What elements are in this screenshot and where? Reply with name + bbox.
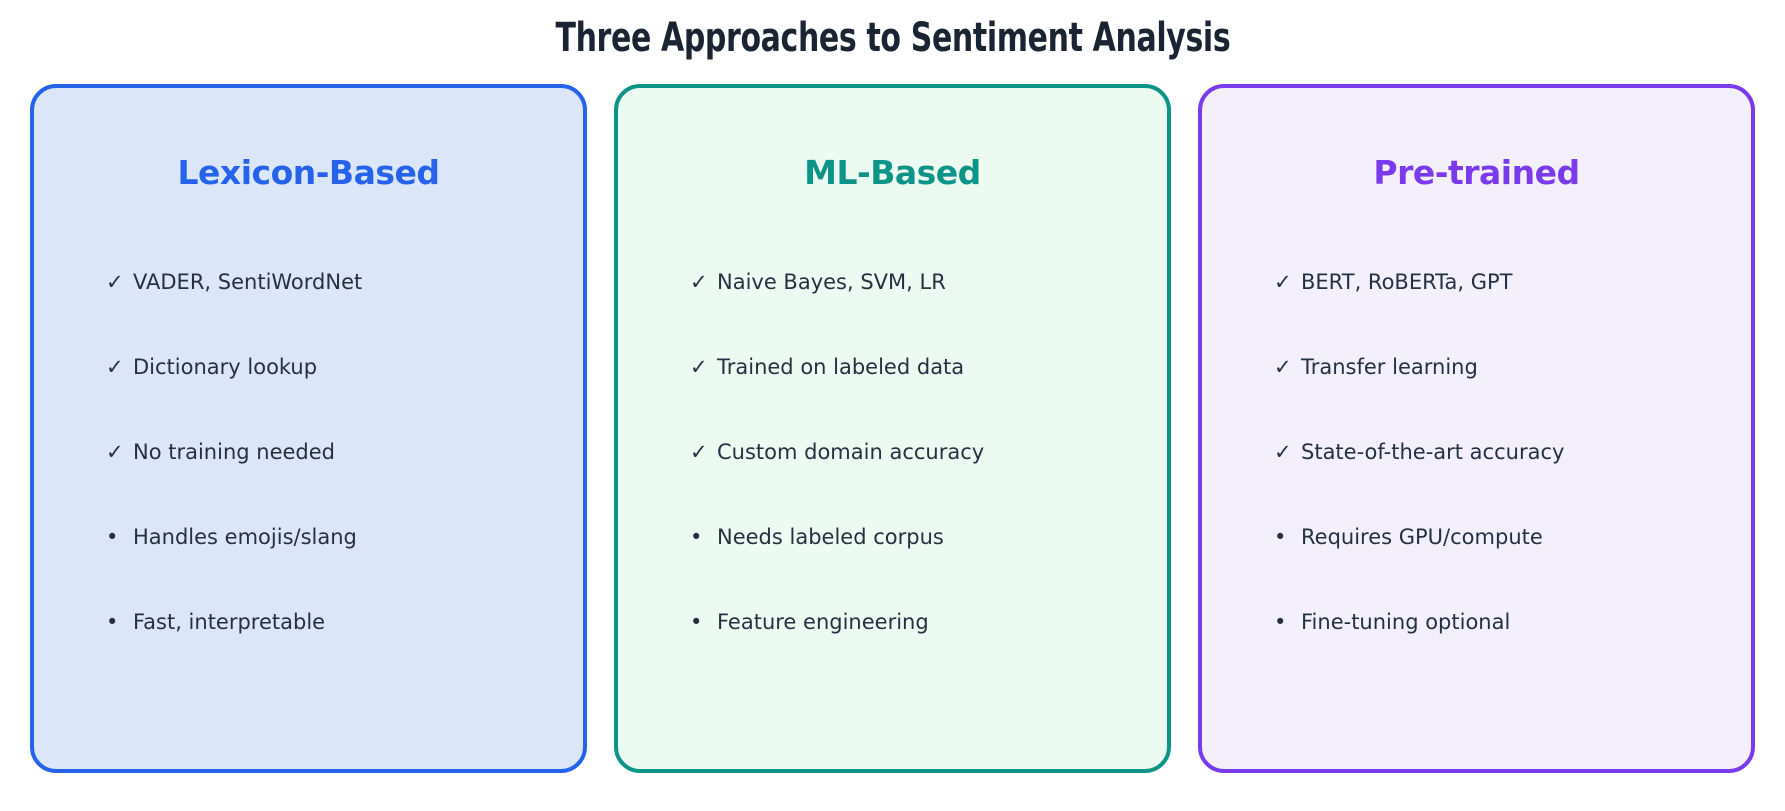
check-icon: ✓ [1274,440,1292,464]
list-item: • Fine-tuning optional [1274,609,1733,694]
list-item: • Feature engineering [690,609,1149,694]
list-item-text: BERT, RoBERTa, GPT [1301,270,1513,294]
list-item: ✓ Dictionary lookup [106,354,565,439]
list-item-text: Naive Bayes, SVM, LR [717,270,946,294]
list-item: • Handles emojis/slang [106,524,565,609]
list-item-text: Feature engineering [717,610,929,634]
check-icon: ✓ [690,355,708,379]
list-item-text: No training needed [133,440,335,464]
list-item-text: Transfer learning [1301,355,1478,379]
list-item-text: Needs labeled corpus [717,525,944,549]
list-item-text: Trained on labeled data [717,355,965,379]
list-item: ✓ No training needed [106,439,565,524]
list-item-text: Requires GPU/compute [1301,525,1543,549]
check-icon: ✓ [690,270,708,294]
list-item: • Needs labeled corpus [690,524,1149,609]
list-item-text: Fine-tuning optional [1301,610,1511,634]
list-item: ✓ Transfer learning [1274,354,1733,439]
list-item-text: VADER, SentiWordNet [133,270,363,294]
list-item: ✓ BERT, RoBERTa, GPT [1274,269,1733,354]
list-item-text: Custom domain accuracy [717,440,985,464]
card-pre-trained: Pre-trained ✓ BERT, RoBERTa, GPT ✓ Trans… [1198,84,1755,773]
card-heading: Lexicon-Based [177,153,441,192]
list-item: ✓ Naive Bayes, SVM, LR [690,269,1149,354]
card-item-list: ✓ Naive Bayes, SVM, LR ✓ Trained on labe… [690,269,1149,694]
bullet-icon: • [690,525,703,549]
check-icon: ✓ [1274,270,1292,294]
list-item: ✓ State-of-the-art accuracy [1274,439,1733,524]
card-item-list: ✓ BERT, RoBERTa, GPT ✓ Transfer learning… [1274,269,1733,694]
list-item: ✓ Trained on labeled data [690,354,1149,439]
check-icon: ✓ [106,440,124,464]
check-icon: ✓ [106,270,124,294]
figure-title: Three Approaches to Sentiment Analysis [0,14,1785,62]
card-lexicon-based: Lexicon-Based ✓ VADER, SentiWordNet ✓ Di… [30,84,587,773]
list-item-text: Handles emojis/slang [133,525,357,549]
list-item-text: Dictionary lookup [133,355,318,379]
list-item: • Fast, interpretable [106,609,565,694]
card-heading: ML-Based [804,153,981,192]
list-item: ✓ Custom domain accuracy [690,439,1149,524]
bullet-icon: • [106,525,119,549]
list-item-text: State-of-the-art accuracy [1301,440,1565,464]
list-item: ✓ VADER, SentiWordNet [106,269,565,354]
bullet-icon: • [1274,525,1287,549]
figure-title-text: Three Approaches to Sentiment Analysis [555,15,1230,61]
check-icon: ✓ [1274,355,1292,379]
bullet-icon: • [690,610,703,634]
card-ml-based: ML-Based ✓ Naive Bayes, SVM, LR ✓ Traine… [614,84,1171,773]
list-item-text: Fast, interpretable [133,610,326,634]
bullet-icon: • [106,610,119,634]
card-item-list: ✓ VADER, SentiWordNet ✓ Dictionary looku… [106,269,565,694]
bullet-icon: • [1274,610,1287,634]
check-icon: ✓ [690,440,708,464]
card-heading: Pre-trained [1373,153,1580,192]
check-icon: ✓ [106,355,124,379]
list-item: • Requires GPU/compute [1274,524,1733,609]
